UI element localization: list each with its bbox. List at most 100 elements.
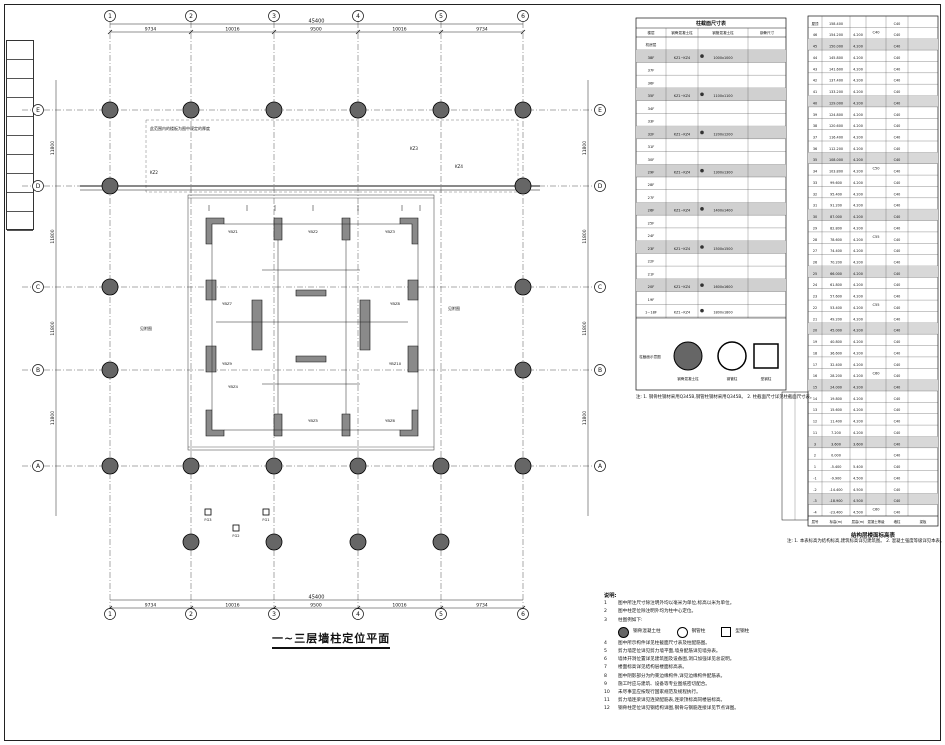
legend-steel-tube-column xyxy=(717,341,747,371)
floor-table-cell: 4.200 xyxy=(853,295,863,299)
column-table-cell: 31F xyxy=(648,145,655,149)
floor-table-cell: C50 xyxy=(872,167,880,171)
legend-symbol xyxy=(618,626,629,638)
floor-table-cell: 33 xyxy=(813,181,817,185)
floor-table-cell: 29 xyxy=(813,226,817,230)
shear-wall xyxy=(295,289,327,297)
axis-bubble xyxy=(352,608,364,620)
dimension-tick xyxy=(520,29,526,35)
floor-table-cell: 4.200 xyxy=(853,79,863,83)
column-table-cell: 1000x1000 xyxy=(713,56,732,60)
floor-table-cell: 3.600 xyxy=(831,442,841,446)
axis-bubble xyxy=(435,608,447,620)
floor-table-cell: 36 xyxy=(813,147,817,151)
floor-table-cell: 28.200 xyxy=(830,374,842,378)
axis-bubble xyxy=(185,10,197,22)
floor-table-cell: 4.200 xyxy=(853,386,863,390)
table-row-shade xyxy=(808,95,938,107)
floor-table-cell: 137.400 xyxy=(829,79,843,83)
table-row-shade xyxy=(636,164,786,177)
floor-table-cell: 4.200 xyxy=(853,56,863,60)
floor-table-cell: 21 xyxy=(813,317,817,321)
steel-concrete-column xyxy=(182,457,200,475)
floor-table-cell: 4.200 xyxy=(853,329,863,333)
legend-label: 型钢柱 xyxy=(761,376,772,381)
shear-wall xyxy=(273,413,283,437)
floor-table-cell: C40 xyxy=(894,215,901,219)
side-dimension-text: 11800 xyxy=(50,141,56,155)
floor-table-cell: -5.400 xyxy=(831,465,842,469)
floor-table-cell: C40 xyxy=(894,488,901,492)
column-table-cell: 1800x1800 xyxy=(713,311,732,315)
floor-table-cell: C40 xyxy=(894,317,901,321)
steel-concrete-column xyxy=(514,361,532,379)
bay-dimension-text: 10016 xyxy=(225,603,239,609)
dimension-tick xyxy=(107,29,113,35)
floor-table-cell: 4.200 xyxy=(853,67,863,71)
wall-tag: YBZ8 xyxy=(390,301,401,306)
floor-table-cell: 4.500 xyxy=(853,488,863,492)
table-row-shade xyxy=(636,240,786,254)
floor-table-cell: 4.200 xyxy=(853,33,863,37)
annotation-text: KZ3 xyxy=(410,146,418,151)
axis-label: 6 xyxy=(521,611,525,618)
note-text: 柱图例如下: xyxy=(618,617,643,623)
steel-concrete-column xyxy=(265,533,283,551)
floor-table-cell: 82.800 xyxy=(830,226,842,230)
floor-table-cell: C40 xyxy=(894,363,901,367)
floor-table-cell: 145.800 xyxy=(829,56,843,60)
axis-label: 5 xyxy=(439,611,443,618)
floor-table-cell: 37 xyxy=(813,136,817,140)
axis-bubble xyxy=(104,10,116,22)
floor-table-cell: 34 xyxy=(813,170,817,174)
floor-table-cell: C55 xyxy=(872,303,879,307)
shear-wall xyxy=(273,217,283,241)
floor-table-cell: 116.400 xyxy=(829,136,843,140)
floor-table-cell: 91.200 xyxy=(830,204,842,208)
floor-table-cell: 108.000 xyxy=(829,158,843,162)
bay-dimension-text: 9500 xyxy=(310,27,322,33)
legend-symbol xyxy=(721,627,732,638)
floor-table-cell: 99.600 xyxy=(830,181,842,185)
floor-table-cell: -3 xyxy=(813,499,816,503)
floor-table-cell: 4.200 xyxy=(853,351,863,355)
floor-table-cell: 27 xyxy=(813,249,817,253)
floor-table-cell: 112.200 xyxy=(829,147,843,151)
note-number: 2 xyxy=(604,609,607,615)
floor-table-cell: 4.200 xyxy=(853,101,863,105)
floor-table-cell: 95.400 xyxy=(830,192,842,196)
floor-table-cell: 4.200 xyxy=(853,158,863,162)
floor-table-cell: C40 xyxy=(894,226,901,230)
floor-table-cell: 4.200 xyxy=(853,249,863,253)
floor-table-cell: 4.200 xyxy=(853,226,863,230)
floor-table-cell: 36.600 xyxy=(830,351,842,355)
section-dot xyxy=(700,245,704,249)
floor-table-cell: 19 xyxy=(813,340,817,344)
floor-table-cell: C40 xyxy=(894,511,901,515)
floor-table-cell: 19.800 xyxy=(830,397,842,401)
note-line: 2 图中柱定位除注明外均为柱中心定位。 xyxy=(604,608,934,616)
steel-concrete-column xyxy=(432,457,450,475)
axis-bubble xyxy=(594,180,606,192)
floor-table-cell: 124.800 xyxy=(829,113,843,117)
floor-table-cell: 38 xyxy=(813,124,817,128)
floor-table-cell: C40 xyxy=(894,56,901,60)
floor-table-cell: 23 xyxy=(813,295,817,299)
shear-wall xyxy=(341,413,351,437)
floor-table-cell: C40 xyxy=(894,204,901,208)
floor-table-cell: C60 xyxy=(872,371,880,375)
floor-table-cell: C40 xyxy=(894,306,901,310)
bay-dimension-text: 9500 xyxy=(310,603,322,609)
legend-symbol xyxy=(676,626,688,638)
axis-label: 3 xyxy=(272,13,276,20)
steel-column xyxy=(262,508,270,516)
floor-table-cell: 4.200 xyxy=(853,272,863,276)
legend-steel-concrete-column xyxy=(673,341,703,371)
column-table-cell: 1~18F xyxy=(645,311,657,315)
note-text: 图中柱定位除注明外均为柱中心定位。 xyxy=(618,609,697,615)
note-text: 图中阴影部分为约束边缘构件,详见边缘构件配筋表。 xyxy=(618,673,726,679)
